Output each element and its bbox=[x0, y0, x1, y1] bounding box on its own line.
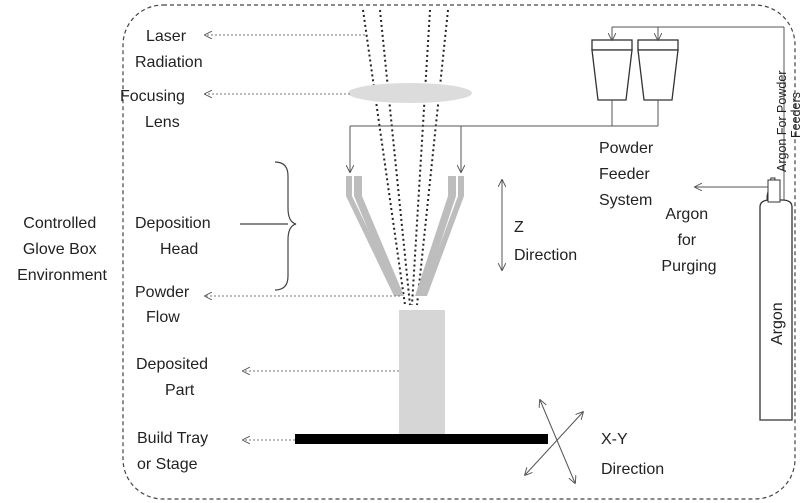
glove-box-boundary bbox=[122, 4, 796, 500]
label-line: for bbox=[677, 232, 696, 249]
label-line: Focusing bbox=[120, 88, 185, 105]
powder-feeder-hoppers bbox=[591, 39, 679, 101]
label-line: X-Y bbox=[601, 431, 628, 448]
label-line: Lens bbox=[145, 114, 180, 131]
label-line: Build Tray bbox=[137, 430, 208, 447]
label-argon-cylinder: Argon bbox=[769, 302, 786, 345]
label-line: Part bbox=[165, 382, 195, 399]
label-line: Feeders bbox=[789, 92, 800, 138]
label-line: Controlled bbox=[23, 215, 96, 232]
label-leaders bbox=[205, 35, 400, 440]
label-line: Deposition bbox=[135, 215, 211, 232]
label-argon-purging: Argon for Purging bbox=[661, 206, 716, 275]
label-line: Flow bbox=[146, 309, 180, 326]
label-z-direction: Z Direction bbox=[514, 219, 577, 264]
label-line: Feeder bbox=[599, 166, 650, 183]
deposition-head bbox=[346, 176, 464, 296]
deposited-part bbox=[399, 310, 445, 435]
label-focusing-lens: Focusing Lens bbox=[120, 88, 189, 131]
label-line: Powder bbox=[135, 284, 190, 301]
label-line: Laser bbox=[146, 28, 187, 45]
build-tray bbox=[295, 434, 548, 444]
focusing-lens bbox=[348, 83, 472, 103]
label-xy-direction: X-Y Direction bbox=[601, 431, 664, 478]
label-deposited-part: Deposited Part bbox=[136, 356, 213, 399]
laser-beams bbox=[362, 9, 449, 306]
label-deposition-head: Deposition Head bbox=[135, 215, 215, 258]
label-line: System bbox=[599, 192, 652, 209]
label-build-tray: Build Tray or Stage bbox=[137, 430, 213, 473]
argon-cylinder bbox=[759, 177, 793, 421]
label-line: Deposited bbox=[136, 356, 208, 373]
label-line: Direction bbox=[514, 247, 577, 264]
label-line: Environment bbox=[17, 267, 107, 284]
label-powder-feeder-system: Powder Feeder System bbox=[599, 140, 658, 209]
label-line: Argon bbox=[665, 206, 708, 223]
label-argon-powder-feeders: Argon For Powder Feeders bbox=[775, 67, 800, 172]
label-line: or Stage bbox=[137, 456, 198, 473]
label-line: Direction bbox=[601, 461, 664, 478]
label-line: Powder bbox=[599, 140, 654, 157]
label-powder-flow: Powder Flow bbox=[135, 284, 194, 326]
deposition-head-brace bbox=[274, 161, 297, 291]
label-line: Head bbox=[160, 241, 198, 258]
label-line: Radiation bbox=[135, 54, 203, 71]
label-line: Z bbox=[514, 219, 524, 236]
label-line: Argon For Powder bbox=[775, 71, 789, 172]
label-line: Purging bbox=[661, 258, 716, 275]
xy-direction-arrow-b bbox=[525, 412, 583, 475]
label-controlled-environment: Controlled Glove Box Environment bbox=[17, 215, 107, 284]
label-laser-radiation: Laser Radiation bbox=[135, 28, 203, 71]
label-line: Glove Box bbox=[23, 241, 97, 258]
